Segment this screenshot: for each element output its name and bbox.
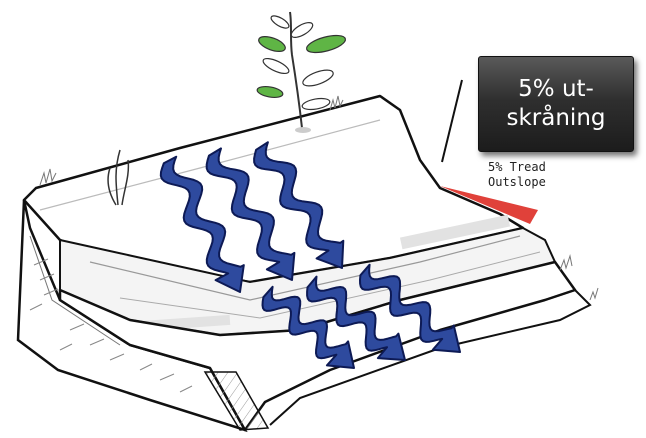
outslope-callout-box: 5% ut- skråning bbox=[478, 56, 634, 152]
tread-outslope-label: 5% Tread Outslope bbox=[488, 160, 546, 190]
callout-leader-line bbox=[442, 80, 462, 162]
